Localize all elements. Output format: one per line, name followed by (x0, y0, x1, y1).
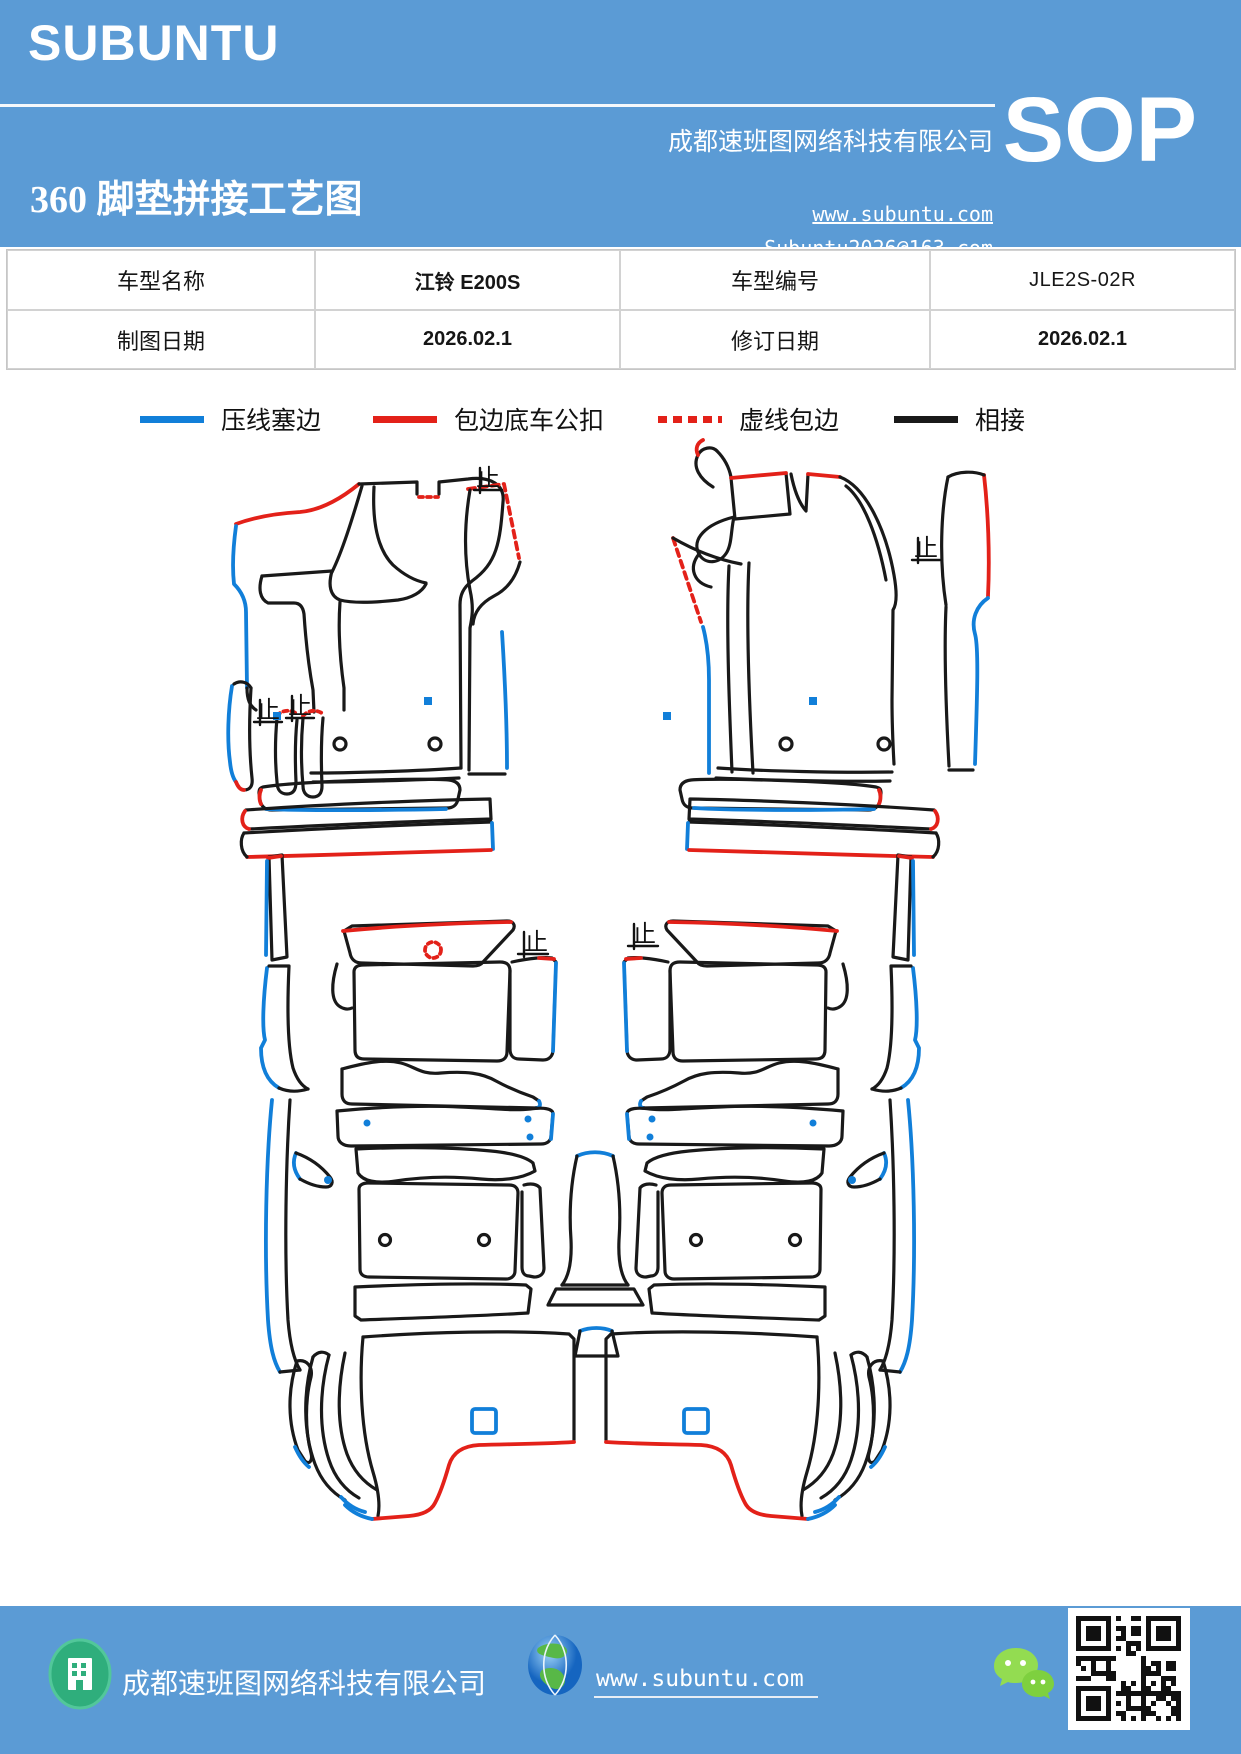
rear-mat-center (546, 1150, 645, 1358)
rear-mat-annotations: 止 止 (423, 921, 660, 960)
footer-company-name: 成都速班图网络科技有限公司 (122, 1669, 487, 1700)
table-value-revise-date: 2026.02.1 (930, 310, 1235, 369)
stop-mark: 止 (632, 921, 656, 948)
building-icon (48, 1638, 112, 1710)
brand-logo: SUBUNTU (28, 15, 280, 71)
legend-item-blue: 压线塞边 (140, 402, 321, 436)
wechat-icon (994, 1648, 1054, 1699)
table-label-model-code: 车型编号 (620, 250, 930, 310)
rear-mat-half-left (239, 797, 576, 1521)
legend-swatch-red-dashed-line (658, 415, 722, 423)
rear-mat-half-right (604, 797, 941, 1521)
table-value-draw-date: 2026.02.1 (315, 310, 620, 369)
sop-badge: SOP (1002, 79, 1197, 181)
stop-mark: 止 (524, 929, 548, 956)
header-website-link[interactable]: www.subuntu.com (812, 202, 993, 226)
legend-item-black: 相接 (894, 402, 1025, 436)
table-label-draw-date: 制图日期 (7, 310, 315, 369)
legend-label: 压线塞边 (221, 408, 322, 435)
legend-item-red-dashed: 虚线包边 (658, 402, 839, 436)
legend-label: 相接 (975, 408, 1026, 435)
mat-front-left: 止 止 止 (226, 465, 522, 813)
legend-label: 虚线包边 (739, 408, 840, 435)
table-label-revise-date: 修订日期 (620, 310, 930, 369)
page-title: 360 脚垫拼接工艺图 (30, 179, 363, 221)
legend-label: 包边底车公扣 (454, 408, 605, 435)
mat-front-right: 止 (663, 438, 991, 812)
vehicle-info-table: 车型名称 江铃 E200S 车型编号 JLE2S-02R 制图日期 2026.0… (6, 249, 1236, 370)
header-band: SUBUNTU 360 脚垫拼接工艺图 成都速班图网络科技有限公司 SOP ww… (0, 0, 1241, 260)
table-value-model-code: JLE2S-02R (930, 250, 1235, 310)
legend-swatch-black-line (894, 415, 958, 423)
header-divider-line (0, 104, 995, 107)
qr-code (1068, 1608, 1190, 1730)
legend-swatch-red-line (373, 415, 437, 423)
legend-item-red: 包边底车公扣 (373, 402, 604, 436)
header-email: Subuntu2026@163.com (764, 236, 993, 260)
footer-website-link[interactable]: www.subuntu.com (594, 1666, 818, 1698)
table-value-model-name: 江铃 E200S (315, 250, 620, 310)
process-diagram: 止 止 止 (226, 438, 991, 1521)
legend-swatch-blue-line (140, 415, 204, 423)
globe-icon (528, 1634, 582, 1696)
table-label-model-name: 车型名称 (7, 250, 315, 310)
header-company-name: 成都速班图网络科技有限公司 (667, 129, 993, 156)
